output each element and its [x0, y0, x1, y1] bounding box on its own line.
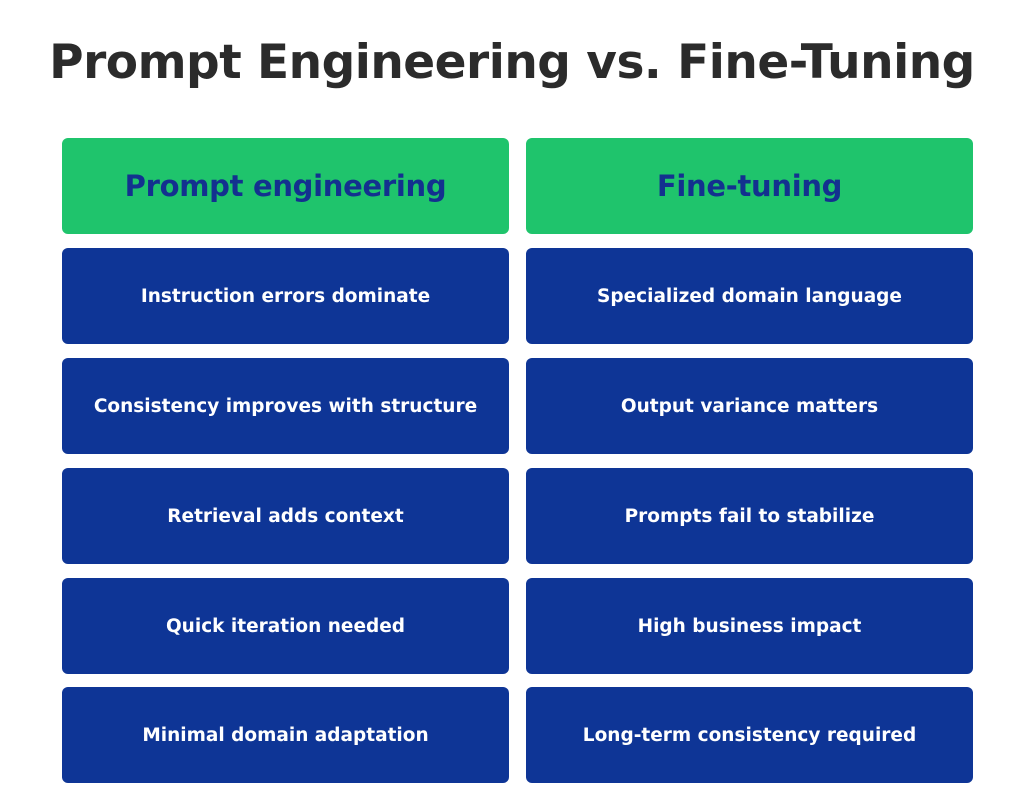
fine-tuning-header: Fine-tuning — [526, 138, 973, 234]
fine-tuning-item: Output variance matters — [526, 358, 973, 454]
fine-tuning-item: High business impact — [526, 578, 973, 674]
fine-tuning-column: Fine-tuning Specialized domain language … — [526, 138, 973, 783]
fine-tuning-item: Prompts fail to stabilize — [526, 468, 973, 564]
fine-tuning-item: Long-term consistency required — [526, 687, 973, 783]
fine-tuning-item: Specialized domain language — [526, 248, 973, 344]
prompt-engineering-item: Minimal domain adaptation — [62, 687, 509, 783]
prompt-engineering-item: Quick iteration needed — [62, 578, 509, 674]
prompt-engineering-item: Instruction errors dominate — [62, 248, 509, 344]
prompt-engineering-header: Prompt engineering — [62, 138, 509, 234]
prompt-engineering-column: Prompt engineering Instruction errors do… — [62, 138, 509, 783]
prompt-engineering-item: Consistency improves with structure — [62, 358, 509, 454]
page-title: Prompt Engineering vs. Fine-Tuning — [49, 35, 975, 90]
prompt-engineering-item: Retrieval adds context — [62, 468, 509, 564]
